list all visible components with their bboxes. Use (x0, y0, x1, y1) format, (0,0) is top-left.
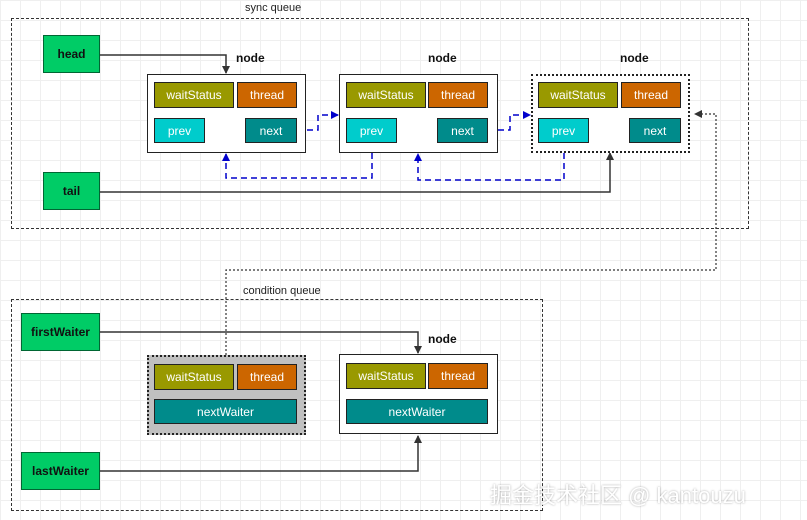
wait-status-field: waitStatus (346, 363, 426, 389)
last-waiter-pointer: lastWaiter (21, 452, 100, 490)
wait-status-field: waitStatus (538, 82, 618, 108)
first-waiter-pointer-arrow (100, 331, 422, 354)
condition-queue-container (11, 299, 543, 511)
next-link-arrow-2 (488, 111, 531, 131)
next-field: next (245, 118, 297, 143)
prev-field: prev (154, 118, 205, 143)
condition-queue-label: condition queue (243, 285, 321, 297)
prev-link-arrow-1 (222, 143, 373, 179)
wait-status-field: waitStatus (154, 364, 234, 390)
sync-node-3-title: node (620, 51, 649, 65)
next-waiter-field: nextWaiter (346, 399, 488, 424)
wait-status-field: waitStatus (346, 82, 426, 108)
sync-node-1-title: node (236, 51, 265, 65)
thread-field: thread (237, 364, 297, 390)
tail-pointer: tail (43, 172, 100, 210)
prev-field: prev (346, 118, 397, 143)
tail-pointer-arrow (100, 152, 614, 193)
next-field: next (629, 118, 681, 143)
prev-link-arrow-2 (414, 143, 565, 181)
watermark: 掘金技术社区 @ kantouzu (490, 483, 746, 508)
sync-node-2-title: node (428, 51, 457, 65)
thread-field: thread (621, 82, 681, 108)
next-field: next (437, 118, 488, 143)
first-waiter-pointer: firstWaiter (21, 313, 100, 351)
thread-field: thread (428, 82, 488, 108)
sync-queue-label: sync queue (245, 2, 302, 14)
transfer-arrow (225, 110, 717, 355)
thread-field: thread (428, 363, 488, 389)
head-pointer: head (43, 35, 100, 73)
thread-field: thread (237, 82, 297, 108)
wait-status-field: waitStatus (154, 82, 234, 108)
sync-queue-container (11, 18, 749, 229)
prev-field: prev (538, 118, 589, 143)
next-waiter-field: nextWaiter (154, 399, 297, 424)
head-pointer-arrow (100, 54, 230, 74)
last-waiter-pointer-arrow (100, 435, 422, 472)
condition-node-2-title: node (428, 332, 457, 346)
next-link-arrow-1 (297, 111, 339, 131)
